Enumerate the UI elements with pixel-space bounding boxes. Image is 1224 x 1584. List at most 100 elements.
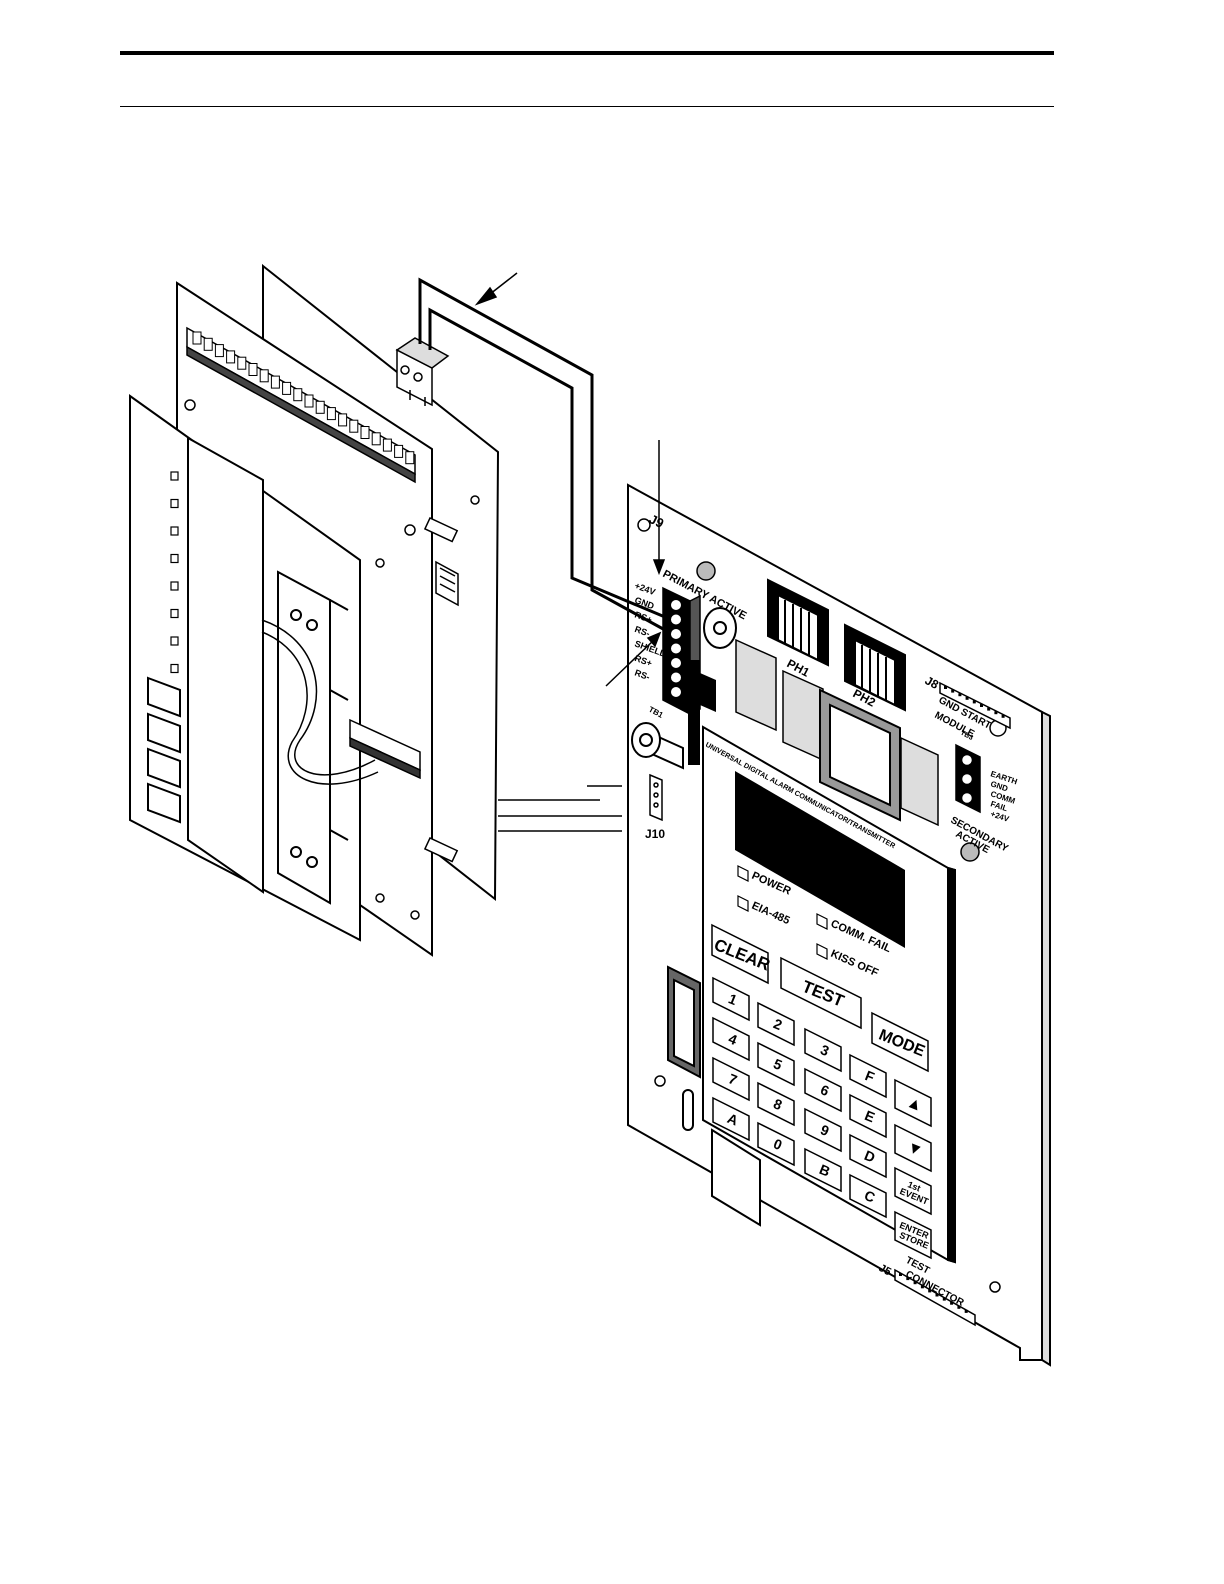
faceplate-display-window [187, 436, 264, 894]
j5-pin [899, 1273, 902, 1276]
j5-pin [906, 1277, 910, 1281]
faceplate-led [170, 636, 179, 646]
side-connector [435, 560, 459, 607]
board-side-slot [667, 965, 761, 1227]
terminal-screw [326, 407, 336, 421]
key-6[interactable]: 6 [804, 1067, 842, 1113]
ferrite-bead-bottom [631, 722, 684, 770]
key-e[interactable]: E [849, 1093, 887, 1139]
standoffs [423, 517, 459, 863]
faceplate-led [170, 526, 179, 536]
key-9[interactable]: 9 [804, 1107, 842, 1153]
j5-pin [950, 1301, 954, 1305]
terminal-screw [315, 400, 325, 414]
terminal-screw [259, 369, 269, 383]
faceplate-buttons [147, 676, 181, 824]
faceplate-led [170, 553, 179, 564]
clear-key[interactable]: CLEAR [711, 923, 773, 985]
tb3-terminal-block [955, 743, 981, 814]
ribbon-cable [261, 619, 421, 785]
key-2[interactable]: 2 [757, 1001, 795, 1047]
terminal-screw [293, 388, 303, 402]
j9-label: J9 [647, 511, 667, 531]
arrow-up-key[interactable]: ▲ [894, 1078, 932, 1128]
j8-pin [987, 707, 991, 711]
leader-lines [498, 785, 622, 832]
key-7[interactable]: 7 [712, 1056, 750, 1102]
arrow-down-key[interactable]: ▼ [894, 1123, 932, 1173]
panel-led-box [816, 913, 828, 930]
j8-pin [965, 696, 969, 700]
j5-pin [913, 1281, 917, 1285]
j8-pin [980, 704, 983, 707]
key-b[interactable]: B [804, 1147, 842, 1193]
faceplate-led [170, 608, 179, 619]
key-d[interactable]: D [849, 1133, 887, 1179]
terminal-screw [282, 381, 292, 395]
ic-chip [819, 688, 901, 822]
faceplate-led [170, 471, 179, 481]
faceplate-led [170, 581, 179, 591]
j10-label: J10 [645, 827, 665, 841]
terminal-screw [338, 413, 348, 427]
terminal-screw [304, 394, 314, 408]
j5-pin [928, 1289, 932, 1293]
j8-pin [994, 711, 998, 715]
first-event-key-label: 1st [906, 1179, 922, 1193]
j8-pin [972, 700, 976, 704]
panel-led-box [737, 895, 749, 912]
arrow-up-key-label: ▲ [904, 1094, 925, 1116]
faceplate-led [170, 498, 179, 509]
terminal-screws [192, 331, 415, 465]
tb1-terminal-label: RS- [633, 624, 651, 639]
j8-label: J8 [923, 673, 942, 692]
panel-led-box [737, 865, 749, 882]
header-rule-thin [120, 106, 1054, 107]
j5-pin [957, 1305, 961, 1309]
faceplate-led [170, 663, 179, 674]
key-c[interactable]: C [849, 1173, 887, 1219]
faceplate-led-indicators [170, 471, 179, 674]
eia485-cable [418, 277, 666, 632]
panel-led-indicators [737, 865, 828, 960]
tb1-screw [670, 671, 682, 684]
tb1-screw [670, 613, 682, 626]
lcd-display [735, 771, 905, 948]
key-0[interactable]: 0 [757, 1121, 795, 1167]
tb1-terminal-label: RS- [633, 667, 651, 682]
j8-pins [944, 686, 1005, 718]
arrow-down-key-label: ▼ [904, 1139, 925, 1161]
tb1-screws [670, 599, 682, 698]
terminal-screw [382, 438, 392, 452]
ph2-phone-jack [844, 623, 906, 712]
key-4[interactable]: 4 [712, 1016, 750, 1062]
key-5[interactable]: 5 [757, 1041, 795, 1087]
terminal-screw [203, 337, 213, 351]
terminal-screw [360, 426, 370, 439]
two-pin-terminal-block [395, 337, 450, 407]
mounting-bracket [277, 570, 349, 905]
relay-blocks [735, 638, 939, 827]
key-3[interactable]: 3 [804, 1027, 842, 1073]
terminal-screw [248, 363, 258, 376]
j5-pins [899, 1273, 968, 1313]
key-8[interactable]: 8 [757, 1081, 795, 1127]
terminal-screw [270, 375, 280, 389]
terminal-screw [371, 432, 381, 446]
terminal-screw [237, 356, 247, 370]
board-component-black [688, 660, 716, 765]
j5-label: J5 [877, 1262, 893, 1278]
tb1-screw [670, 642, 682, 655]
j8-pin [944, 686, 947, 689]
terminal-screw [394, 444, 404, 458]
j8-pin [958, 693, 962, 697]
key-f[interactable]: F [849, 1053, 887, 1099]
j10-header [649, 773, 663, 822]
j5-pin [964, 1309, 968, 1313]
key-1[interactable]: 1 [712, 976, 750, 1022]
key-a[interactable]: A [712, 1096, 750, 1142]
callout-arrows [474, 272, 666, 687]
